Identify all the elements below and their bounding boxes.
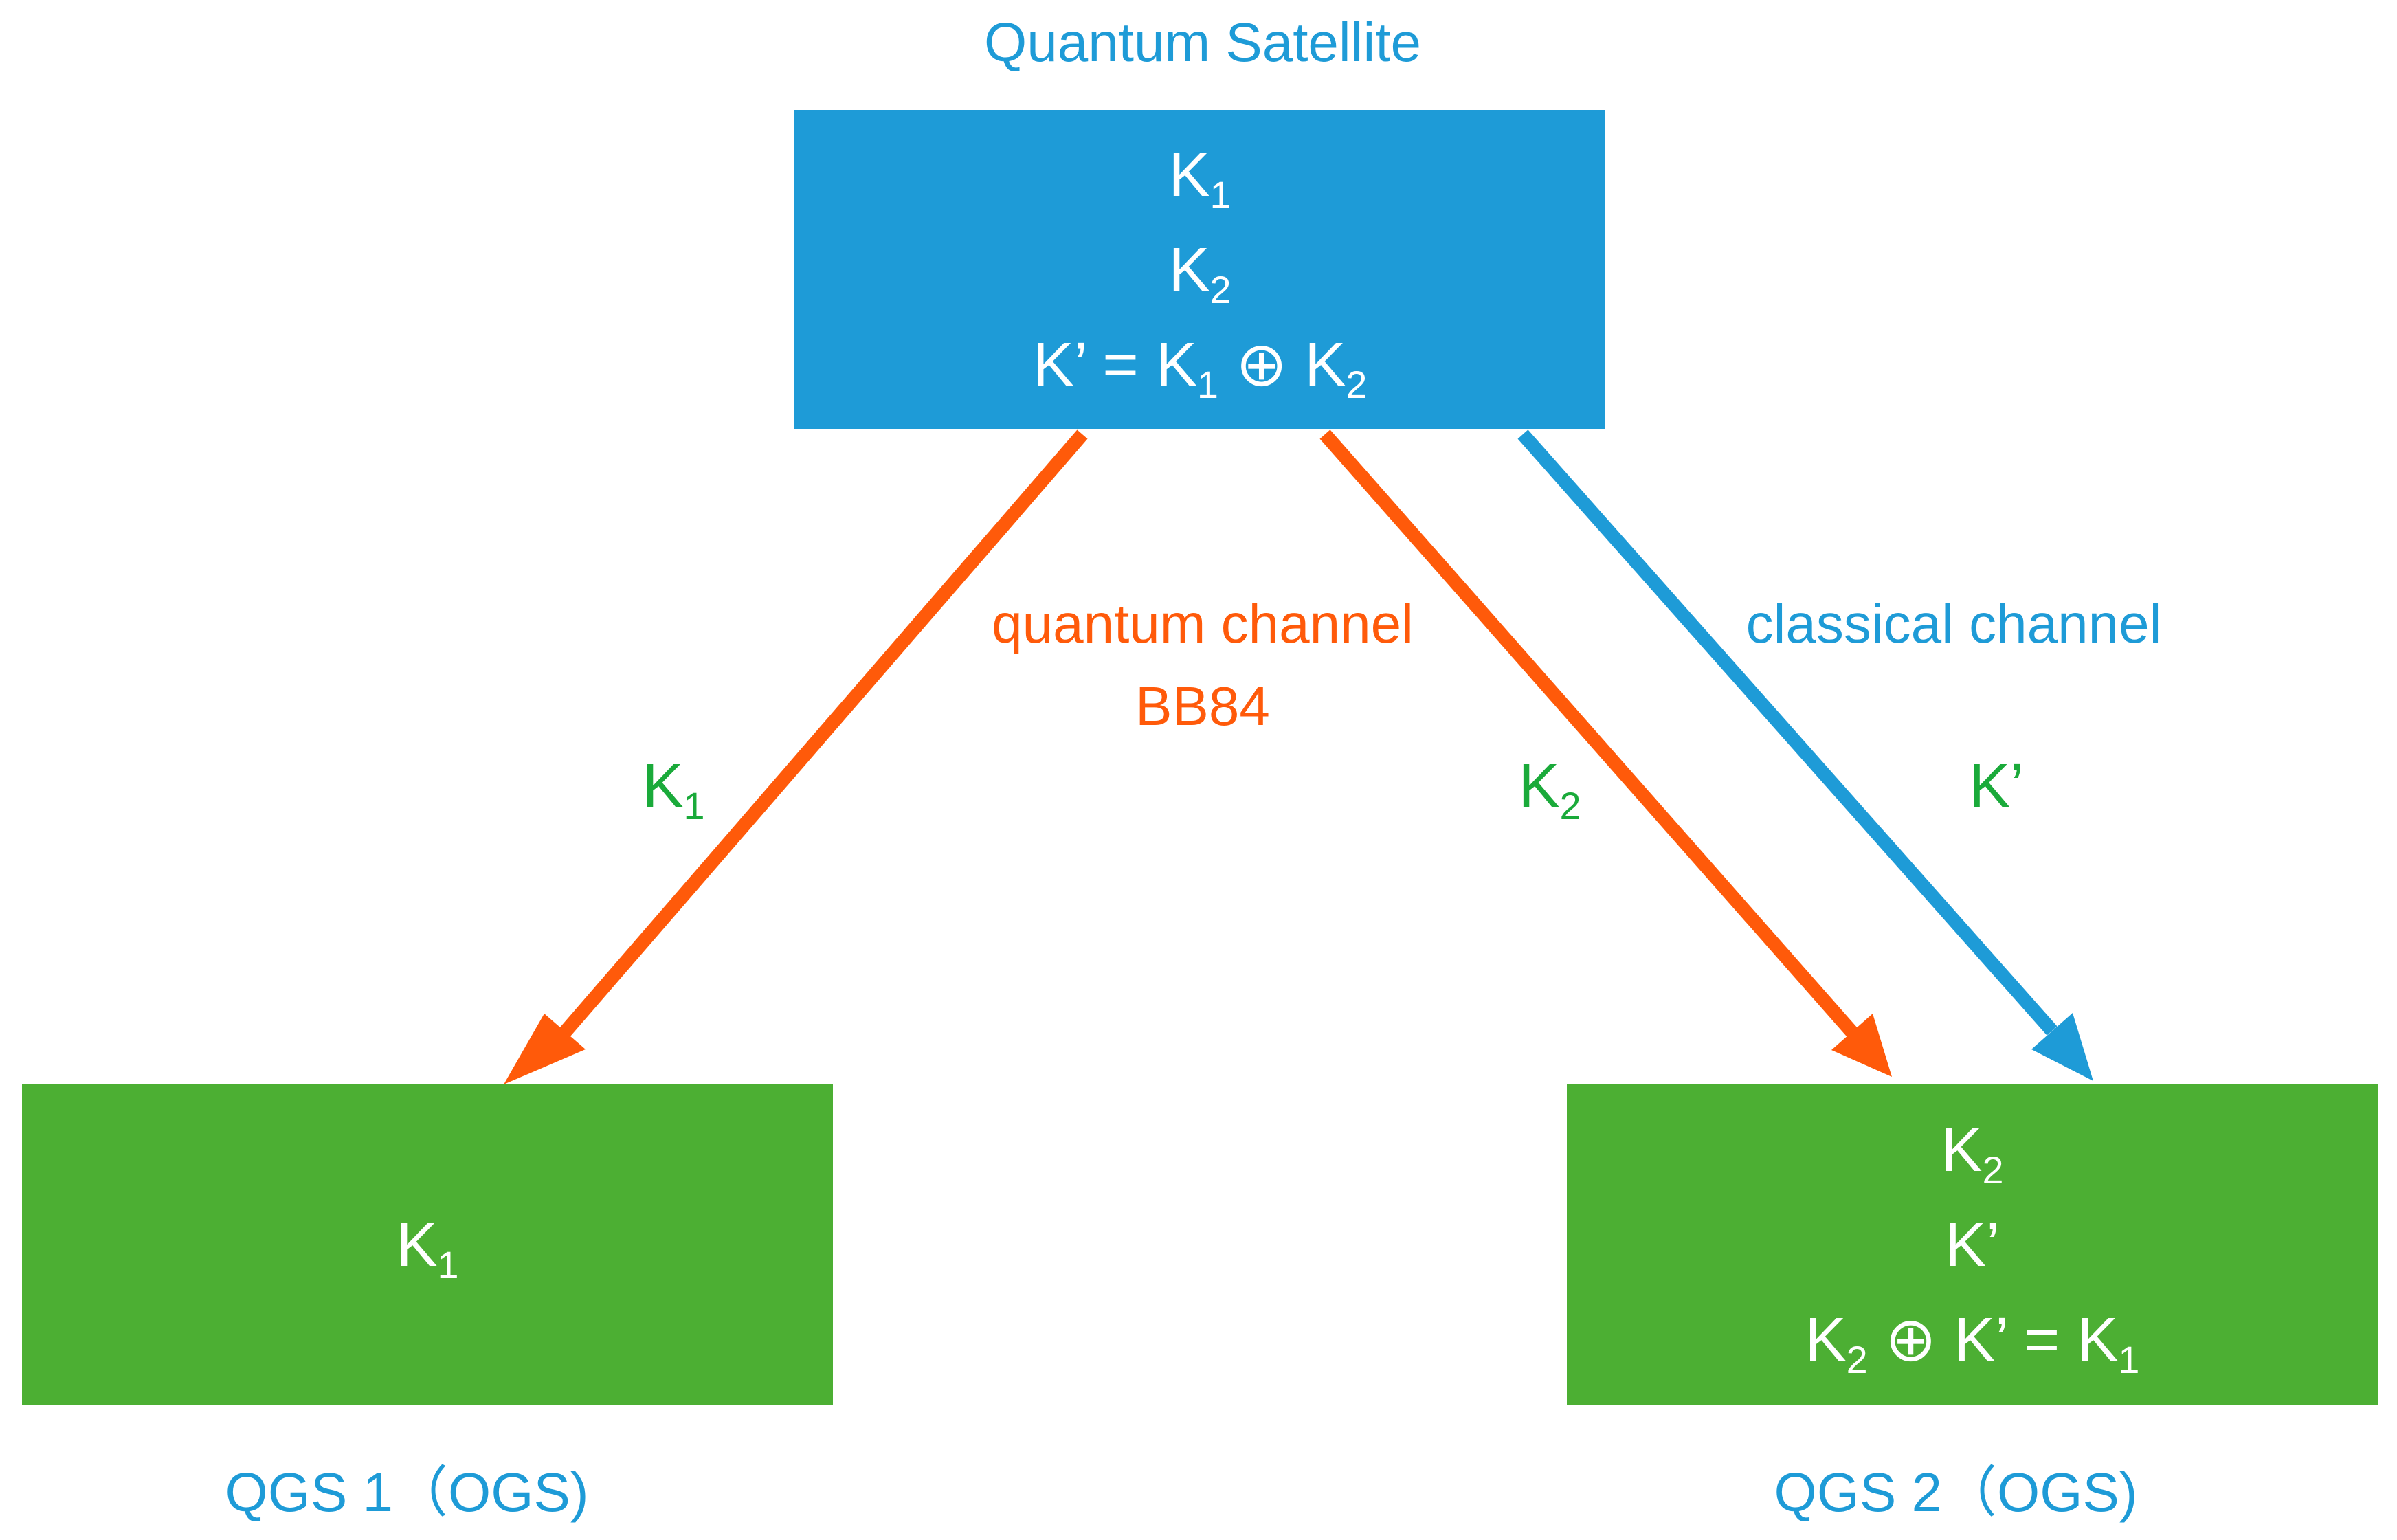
- satellite-key1: K1: [1168, 140, 1231, 216]
- classical-channel-label: classical channel: [1746, 593, 2162, 654]
- satellite-caption: Quantum Satellite: [984, 12, 1421, 73]
- qgs2-recovered-key: K2 ⊕ K’ = K1: [1805, 1305, 2140, 1381]
- left-arrow-key-label: K1: [642, 752, 705, 827]
- middle-arrow-key-label: K2: [1518, 752, 1581, 827]
- quantum-arrow-to-qgs1: [559, 429, 1088, 1037]
- classical-arrow-to-qgs2: [1517, 429, 2058, 1036]
- quantum-arrowhead-qgs2: [1831, 1014, 1892, 1077]
- satellite-key2: K2: [1168, 235, 1231, 311]
- qgs2-caption: QGS 2（OGS): [1774, 1462, 2138, 1523]
- quantum-protocol-label: BB84: [1135, 676, 1270, 737]
- qgs1-caption: QGS 1（OGS): [225, 1462, 589, 1523]
- classical-arrowhead-qgs2: [2031, 1013, 2093, 1081]
- quantum-arrow-to-qgs2: [1319, 429, 1858, 1037]
- satellite-box: K1 K2 K’ = K1 ⊕ K2: [794, 110, 1605, 429]
- quantum-arrowhead-qgs1: [504, 1014, 586, 1084]
- classical-arrow-key-label: K’: [1968, 752, 2025, 821]
- qgs1-key: K1: [396, 1210, 459, 1286]
- quantum-channel-label: quantum channel: [992, 593, 1414, 654]
- qgs2-kprime: K’: [1944, 1210, 2000, 1280]
- satellite-combined-key: K’ = K1 ⊕ K2: [1032, 330, 1368, 406]
- qgs2-key2: K2: [1941, 1115, 2004, 1192]
- qgs1-box: K1: [22, 1084, 833, 1405]
- qgs2-box: K2 K’ K2 ⊕ K’ = K1: [1567, 1084, 2378, 1405]
